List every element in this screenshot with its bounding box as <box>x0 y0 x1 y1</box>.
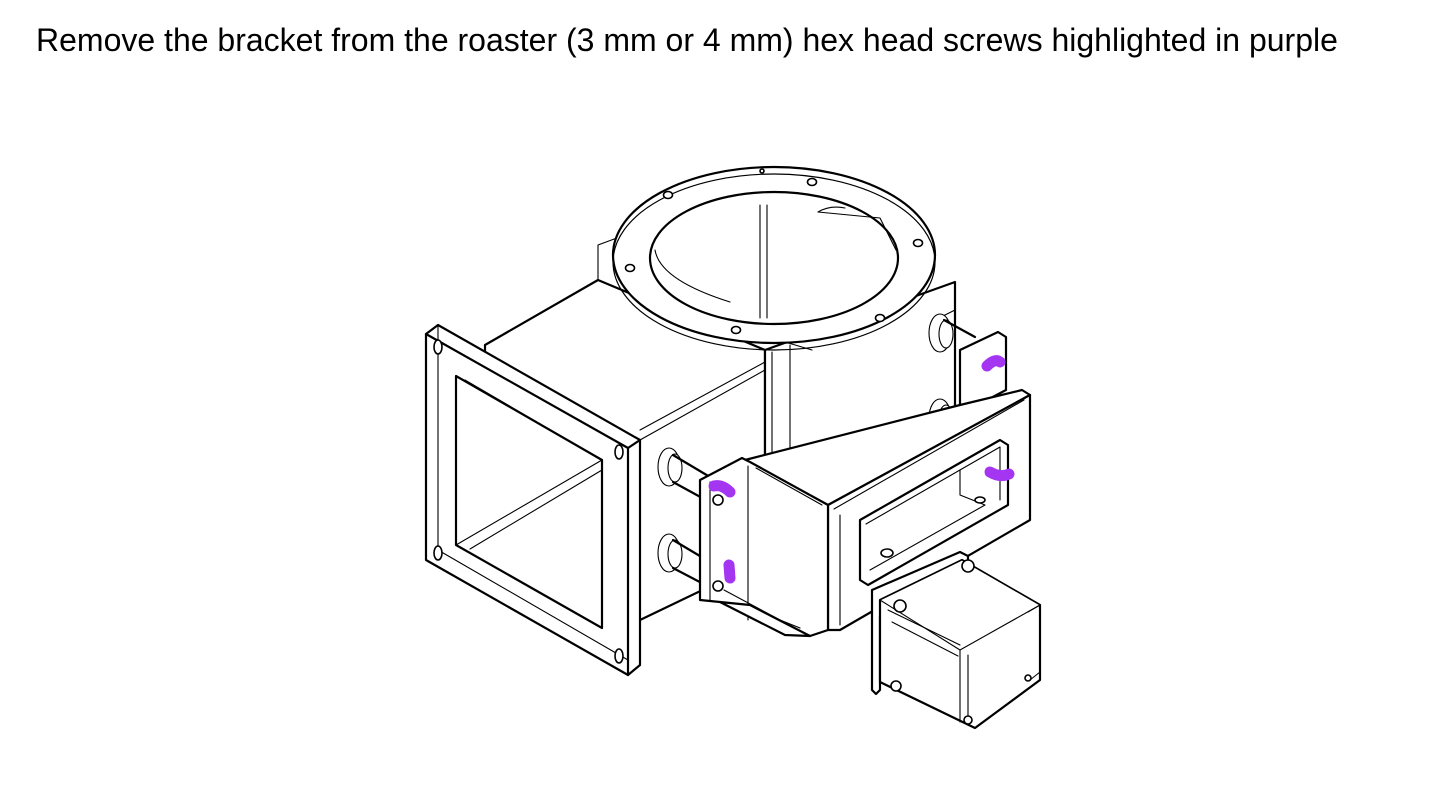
highlighted-screws <box>708 355 1015 584</box>
top-ring-flange <box>611 165 937 351</box>
stepper-motor <box>870 550 1042 730</box>
highlighted-screw-3 <box>981 355 1006 372</box>
left-standoffs <box>657 447 717 592</box>
highlighted-screw-1 <box>708 480 736 498</box>
left-square-flange <box>424 323 642 677</box>
highlighted-screw-4 <box>984 466 1015 482</box>
highlighted-screw-2 <box>723 559 736 584</box>
instruction-text: Remove the bracket from the roaster (3 m… <box>36 22 1338 58</box>
mounting-bracket <box>698 330 1032 638</box>
bracket-screw-heads <box>712 494 724 592</box>
